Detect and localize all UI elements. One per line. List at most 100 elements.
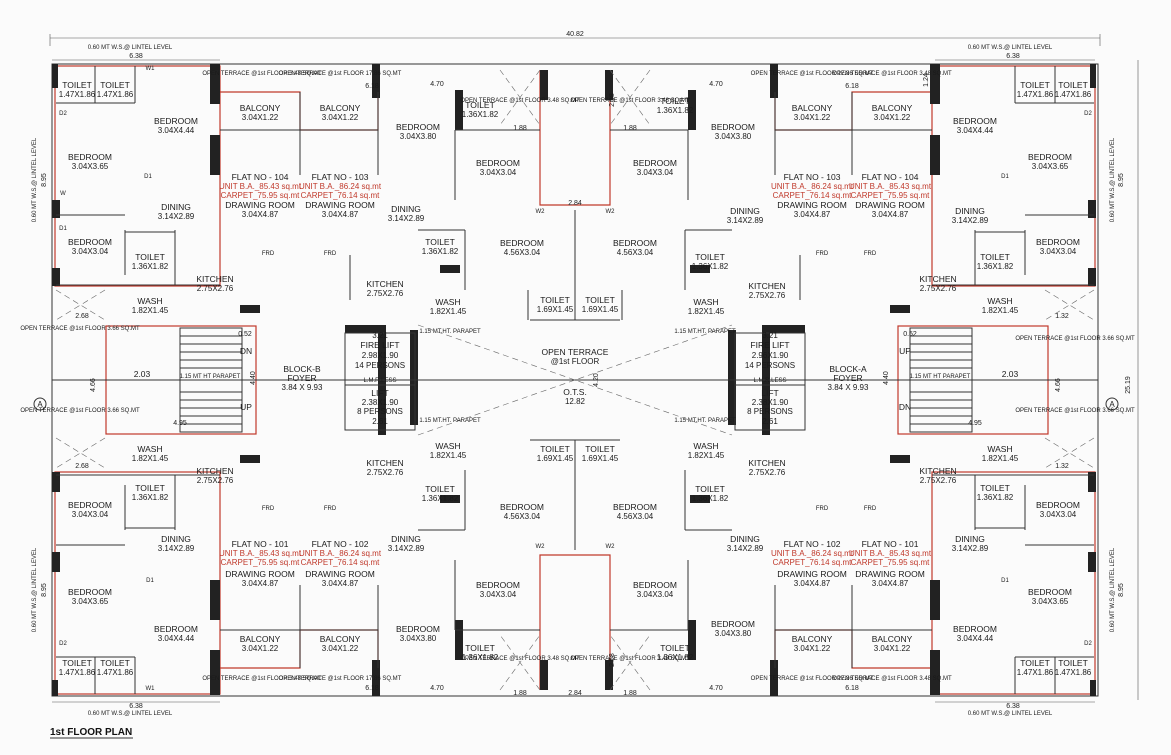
dining-size: 3.14X2.89 — [952, 216, 989, 225]
dim-1-88: 1.88 — [623, 690, 637, 697]
foyer-height-dim: 4.40 — [250, 371, 257, 385]
kitchen-label: KITCHEN — [196, 466, 233, 476]
flat-carpet-area: CARPET_76.14 sq.mt — [773, 558, 852, 567]
flat-carpet-area: CARPET_75.95 sq.mt — [851, 191, 930, 200]
stair-down-label: DN — [899, 402, 911, 412]
balcony-label: BALCONY — [240, 103, 281, 113]
frd-tag: FRD — [864, 506, 877, 512]
dining-size: 3.14X2.89 — [388, 214, 425, 223]
door-window-tags: D2 D1 D1 W1 W D1 D2 W1 W2 W2 W2 W2 D1 D2… — [59, 66, 1092, 692]
balcony-label: BALCONY — [240, 634, 281, 644]
door-tag: D1 — [1001, 578, 1009, 584]
stair-up-label: UP — [899, 346, 911, 356]
toilet-label: TOILET — [62, 658, 92, 668]
toilet-label: TOILET — [135, 252, 165, 262]
dim-2-58: 2.58 — [609, 93, 616, 107]
toilet-label: TOILET — [100, 658, 130, 668]
toilet-size: 1.36X1.82 — [692, 262, 729, 271]
bedroom-size: 3.04X3.80 — [400, 634, 437, 643]
window-tag: W2 — [536, 209, 546, 215]
parapet-note: 1.15 MT HT PARAPET — [180, 374, 241, 380]
bedroom-label: BEDROOM — [1036, 237, 1080, 247]
bedroom-label: BEDROOM — [711, 122, 755, 132]
dining-size: 3.14X2.89 — [727, 216, 764, 225]
lintel-note-left-bottom: 0.60 MT W.S.@ LINTEL LEVEL — [32, 547, 38, 632]
bedroom-size: 3.04X3.04 — [480, 168, 517, 177]
bedroom-label: BEDROOM — [68, 587, 112, 597]
toilet-size: 1.36X1.82 — [977, 493, 1014, 502]
stair-width-dim: 2.03 — [134, 369, 151, 379]
kitchen-label: KITCHEN — [366, 279, 403, 289]
drawing-room-label: DRAWING ROOM — [777, 569, 847, 579]
flat-number: FLAT NO - 104 — [232, 172, 289, 182]
balcony-size: 3.04X1.22 — [322, 113, 359, 122]
lift-capacity: 8 PERSONS — [747, 407, 793, 416]
toilet-label: TOILET — [135, 483, 165, 493]
ots-label: O.T.S. — [563, 387, 587, 397]
bedroom-size: 4.56X3.04 — [617, 248, 654, 257]
lmr-note: L.M.R.LESS — [363, 378, 396, 384]
foyer-size: 3.84 X 9.93 — [282, 383, 323, 392]
fire-lift-size: 2.98X1.90 — [362, 351, 399, 360]
lmr-note: L.M.R.LESS — [753, 378, 786, 384]
flat-104-right: BALCONY 3.04X1.22 FLAT NO - 104 UNIT B.A… — [849, 80, 1092, 315]
flat-101-left: WASH 1.82X1.45 KITCHEN 2.75X2.76 BEDROOM… — [59, 444, 302, 677]
door-tag: D1 — [1001, 174, 1009, 180]
toilet-label: TOILET — [540, 444, 570, 454]
wash-label: WASH — [435, 297, 460, 307]
bedroom-size: 3.04X3.04 — [637, 590, 674, 599]
dim-4-70: 4.70 — [709, 81, 723, 88]
door-tag: D2 — [1084, 111, 1092, 117]
open-terrace-note: OPEN TERRACE @1st FLOOR 3.66 SQ.MT — [1015, 336, 1135, 342]
core-right: 3.21 FIRE LIFT 2.96X1.90 14 PERSONS L.M.… — [745, 313, 1135, 470]
lift-capacity: 8 PERSONS — [357, 407, 403, 416]
flat-carpet-area: CARPET_75.95 sq.mt — [221, 558, 300, 567]
core-left: 3.21 FIRE LIFT 2.98X1.90 14 PERSONS L.M.… — [20, 313, 405, 470]
dim-6-18: 6.18 — [365, 83, 379, 90]
dim-4-95: 4.95 — [173, 420, 187, 427]
lift-shafts — [344, 332, 806, 431]
wash-label: WASH — [137, 444, 162, 454]
toilet-label: TOILET — [660, 643, 690, 653]
flat-carpet-area: CARPET_76.14 sq.mt — [301, 558, 380, 567]
window-tag: W2 — [606, 544, 616, 550]
toilet-label: TOILET — [585, 295, 615, 305]
stair-up-label: UP — [240, 402, 252, 412]
bedroom-label: BEDROOM — [711, 619, 755, 629]
parapet-note: 1.15 MT.HT. PARAPET — [674, 418, 736, 424]
lintel-note-left-top: 0.60 MT W.S.@ LINTEL LEVEL — [32, 137, 38, 222]
balcony-label: BALCONY — [872, 634, 913, 644]
toilet-size: 1.47X1.86 — [97, 668, 134, 677]
bedroom-label: BEDROOM — [396, 624, 440, 634]
toilet-label: TOILET — [695, 252, 725, 262]
parapet-note: 1.15 MT HT PARAPET — [910, 374, 971, 380]
drawing-room-label: DRAWING ROOM — [305, 569, 375, 579]
block-a-label: BLOCK-A — [829, 364, 867, 374]
dim-1-32: 1.32 — [1055, 313, 1069, 320]
bedroom-label: BEDROOM — [1028, 152, 1072, 162]
kitchen-size: 2.75X2.76 — [749, 468, 786, 477]
staircase-right — [909, 327, 973, 433]
flat-number: FLAT NO - 102 — [312, 539, 369, 549]
open-terrace-note: OPEN TERRACE @1st FLOOR 3.48 SQ.MT — [202, 676, 322, 682]
toilet-label: TOILET — [425, 237, 455, 247]
dimension-lines: 40.82 6.38 6.38 6.38 6.38 25.19 8.95 8.9… — [32, 31, 1139, 717]
drawing-room-label: DRAWING ROOM — [855, 200, 925, 210]
dining-size: 3.14X2.89 — [952, 544, 989, 553]
toilet-label: TOILET — [465, 643, 495, 653]
toilet-label: TOILET — [980, 252, 1010, 262]
frd-tag: FRD — [816, 251, 829, 257]
flat-number: FLAT NO - 102 — [784, 539, 841, 549]
dim-1-24: 1.24 — [923, 73, 930, 87]
dim-1-88: 1.88 — [513, 690, 527, 697]
door-tag: D1 — [146, 578, 154, 584]
flat-built-area: UNIT B.A._85.43 sq.mt — [219, 549, 302, 558]
bedroom-size: 3.04X3.04 — [72, 510, 109, 519]
open-terrace-note: OPEN TERRACE @1st FLOOR 17.86 SQ.MT — [751, 676, 874, 682]
flat-built-area: UNIT B.A._85.43 sq.mt — [849, 182, 932, 191]
dim-6-18: 6.18 — [845, 83, 859, 90]
dining-label: DINING — [391, 534, 421, 544]
kitchen-label: KITCHEN — [196, 274, 233, 284]
drawing-room-size: 3.04X4.87 — [322, 210, 359, 219]
toilet-size: 1.36X1.82 — [422, 494, 459, 503]
